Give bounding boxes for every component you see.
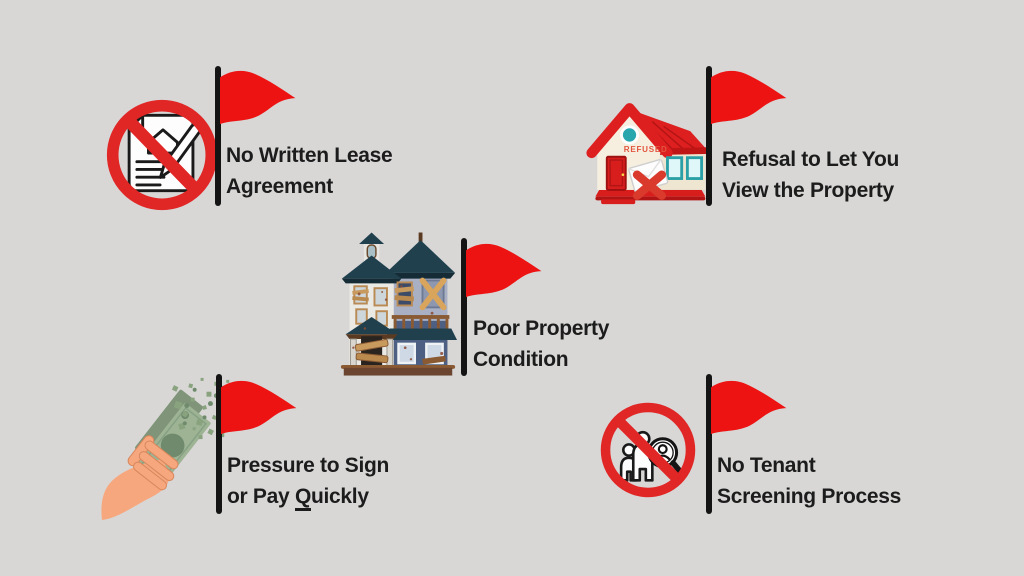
label-line: Refusal to Let You xyxy=(722,148,900,171)
flag-pole xyxy=(216,374,222,514)
label-line: View the Property xyxy=(722,179,894,202)
label-line: Screening Process xyxy=(717,485,901,508)
item-label: Refusal to Let You View the Property xyxy=(722,144,899,206)
hand-losing-money-icon xyxy=(101,377,241,520)
label-line: No Tenant xyxy=(717,454,816,477)
flag-pole xyxy=(461,238,467,376)
item-label: No Written Lease Agreement xyxy=(226,140,393,202)
red-flag-icon xyxy=(221,380,297,435)
item-label: Pressure to Sign or Pay Quickly xyxy=(227,450,389,512)
red-flag-icon xyxy=(220,70,296,125)
label-line: Agreement xyxy=(226,175,333,198)
money-particles xyxy=(171,377,241,440)
item-label: Poor Property Condition xyxy=(473,313,609,375)
flag-pole xyxy=(215,66,221,206)
underlined-letter: Q xyxy=(294,485,311,511)
refused-house-icon: REFUSED xyxy=(586,103,712,205)
flag-pole xyxy=(706,374,712,514)
label-line: Pressure to Sign xyxy=(227,454,390,477)
label-line: or Pay Quickly xyxy=(227,481,389,512)
red-flag-icon xyxy=(711,380,787,435)
rundown-house-icon xyxy=(340,232,458,376)
rejected-envelope xyxy=(628,158,669,193)
red-flag-icon xyxy=(711,70,787,125)
refused-stamp-text: REFUSED xyxy=(624,145,668,154)
label-line: Poor Property xyxy=(473,317,610,340)
item-label: No Tenant Screening Process xyxy=(717,450,901,512)
label-line: No Written Lease xyxy=(226,144,393,167)
flag-pole xyxy=(706,66,712,206)
prohibited-lease-document-icon xyxy=(106,99,218,211)
label-line: Condition xyxy=(473,348,569,371)
red-flag-icon xyxy=(466,243,542,298)
prohibited-tenant-screening-icon xyxy=(600,402,696,498)
